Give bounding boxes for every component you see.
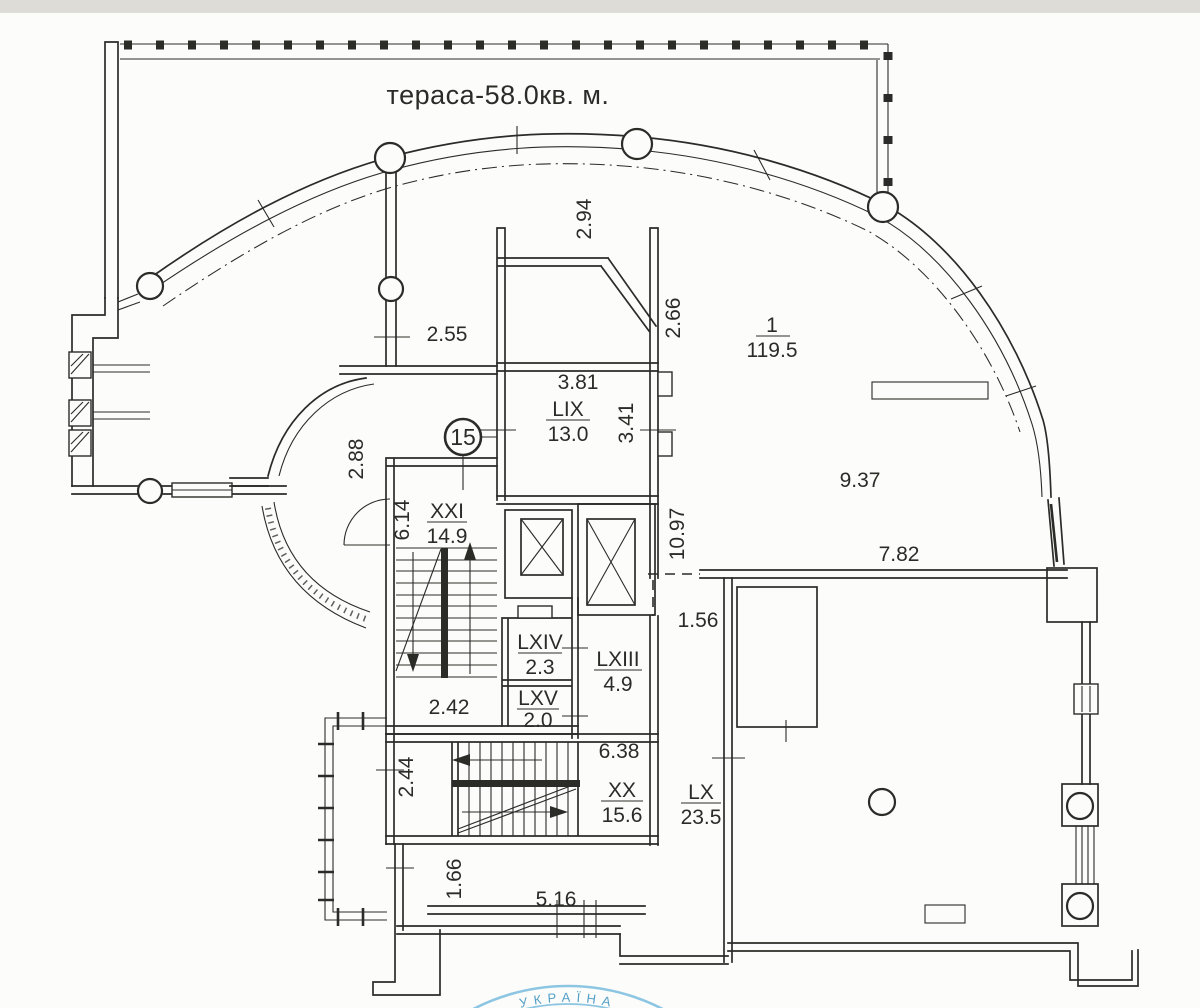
entrance-door-swing (343, 498, 391, 546)
free-column (867, 787, 897, 817)
wall-pilaster (657, 371, 673, 397)
terrace-railing: тераса-58.0кв. м. (104, 40, 893, 299)
elevator-shaft (577, 503, 656, 616)
facade-column (620, 127, 654, 161)
column (1065, 791, 1095, 821)
furniture-rect (871, 381, 989, 400)
interior-column (377, 275, 405, 303)
room-number: XX (608, 779, 636, 802)
stair-direction-arrow (550, 806, 568, 818)
apartment-number: 15 (450, 424, 476, 450)
stair-direction-arrow (452, 754, 470, 766)
room-area: 14.9 (427, 525, 468, 548)
dim-label: 5.16 (536, 888, 577, 911)
official-stamp: УКРАЇНА (472, 984, 664, 1008)
room-area: 23.5 (681, 806, 722, 829)
east-wing (699, 381, 1139, 987)
lower-staircase (452, 742, 580, 836)
dim-label: 2.42 (429, 696, 470, 719)
dim-label: 2.88 (345, 439, 368, 480)
left-wing (68, 293, 391, 926)
room-area: 4.9 (603, 673, 632, 696)
facade-column (373, 141, 407, 175)
dim-label: 3.81 (558, 371, 599, 394)
stair-direction-arrow (407, 654, 419, 672)
curved-bay (229, 377, 375, 629)
central-core: 15 (339, 227, 700, 846)
room-label-lxiii: LXIII 4.9 (594, 648, 642, 696)
terrace-area-label: тераса-58.0кв. м. (387, 80, 610, 110)
room-area: 2.0 (523, 709, 552, 732)
stair-direction-arrow (464, 542, 476, 560)
facade-column (135, 271, 165, 301)
column (1065, 891, 1095, 921)
room-label-lxiv: LXIV 2.3 (517, 631, 563, 679)
apartment-number-badge: 15 (443, 417, 497, 490)
room-area: 13.0 (548, 423, 589, 446)
south-wing (372, 843, 729, 996)
interior-closet (736, 586, 818, 728)
room-area: 2.3 (525, 656, 554, 679)
room-number: LXV (518, 687, 558, 710)
elevator-shaft (504, 509, 573, 599)
dim-label: 1.56 (678, 609, 719, 632)
dim-label: 2.44 (395, 756, 418, 797)
wall-notch (517, 605, 553, 619)
wall-pilaster (657, 431, 673, 457)
room-number: LIX (552, 398, 584, 421)
room-number: 1 (766, 314, 778, 337)
dim-label: 6.14 (391, 499, 414, 540)
opening-dashed (648, 573, 700, 616)
window (1073, 683, 1099, 715)
upper-staircase (395, 542, 497, 678)
room-label-lix: LIX 13.0 (546, 398, 590, 446)
furniture-rect (924, 904, 966, 924)
room-number: LXIII (596, 648, 639, 671)
dim-label: 6.38 (599, 740, 640, 763)
dim-label: 9.37 (840, 469, 881, 492)
room-label-lxv: LXV 2.0 (517, 687, 559, 732)
dim-label: 2.66 (662, 298, 685, 339)
room-label-xxi: XXI 14.9 (427, 500, 468, 548)
room-label-lx: LX 23.5 (681, 781, 722, 829)
scan-edge-artifact (0, 0, 1200, 13)
room-number: LX (688, 781, 714, 804)
column-box (1061, 783, 1099, 827)
dimension-labels: 2.94 2.66 2.55 3.81 3.41 2.88 6.14 9.37 … (345, 198, 919, 911)
interior-column (136, 477, 164, 505)
corner-pillar (1046, 567, 1098, 623)
dim-label: 2.94 (573, 198, 596, 239)
facade-column (866, 190, 900, 224)
dim-label: 1.66 (443, 859, 466, 900)
dim-label: 10.97 (666, 508, 689, 561)
room-area: 15.6 (602, 804, 643, 827)
left-wall-windows (68, 351, 150, 457)
column-box (1061, 883, 1099, 927)
room-number: LXIV (517, 631, 563, 654)
room-label-xx: XX 15.6 (601, 779, 643, 827)
room-area: 119.5 (747, 339, 798, 362)
dim-label: 7.82 (879, 543, 920, 566)
dim-label: 3.41 (615, 403, 638, 444)
stamp-text: УКРАЇНА (518, 990, 618, 1008)
room-label-1: 1 119.5 (747, 314, 798, 362)
curved-facade (135, 126, 1052, 498)
room-labels: 1 119.5 LIX 13.0 XXI 14.9 LXIV 2.3 LXV (427, 314, 798, 829)
dim-label: 2.55 (427, 323, 468, 346)
balcony-railing (318, 712, 387, 926)
facade-window-mullions (257, 126, 1037, 397)
room-number: XXI (430, 500, 464, 523)
